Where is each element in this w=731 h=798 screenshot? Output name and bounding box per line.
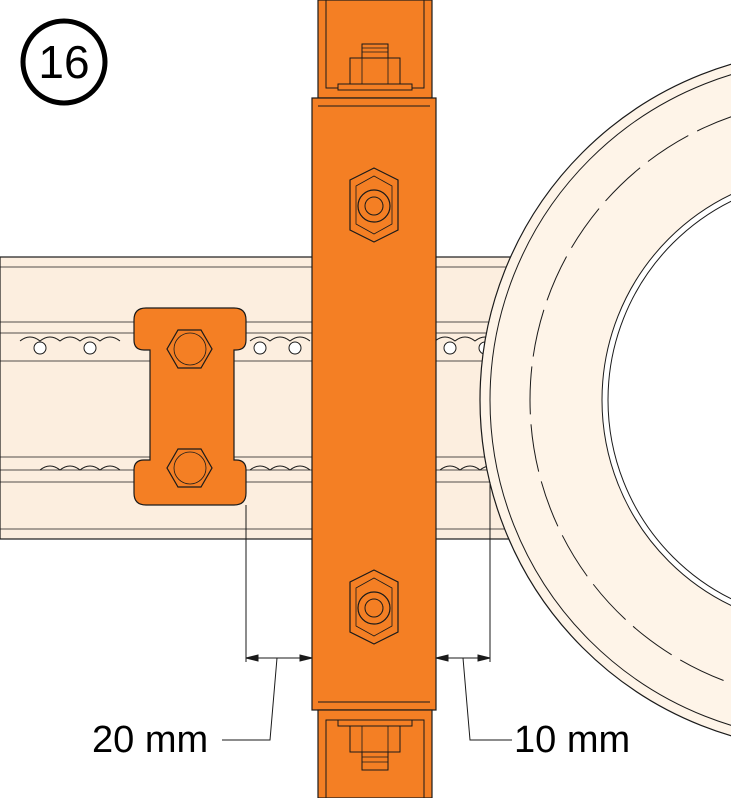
post-bottom-channel	[317, 709, 433, 798]
dimension-label-right: 10 mm	[514, 719, 630, 761]
drive-wheel	[479, 63, 731, 737]
hex-bolt-icon	[166, 448, 213, 488]
dimension-label-left: 20 mm	[92, 719, 208, 761]
dimension-left	[222, 505, 313, 741]
hex-nut-icon	[349, 569, 399, 645]
hex-nut-icon	[349, 167, 399, 243]
dimension-right	[435, 482, 512, 741]
vertical-post	[311, 0, 437, 798]
post-top-channel	[317, 0, 433, 99]
h-clamp-bracket	[133, 307, 247, 506]
hex-bolt-icon	[166, 329, 213, 369]
step-number: 16	[38, 36, 89, 88]
step-number-badge: 16	[20, 18, 108, 106]
